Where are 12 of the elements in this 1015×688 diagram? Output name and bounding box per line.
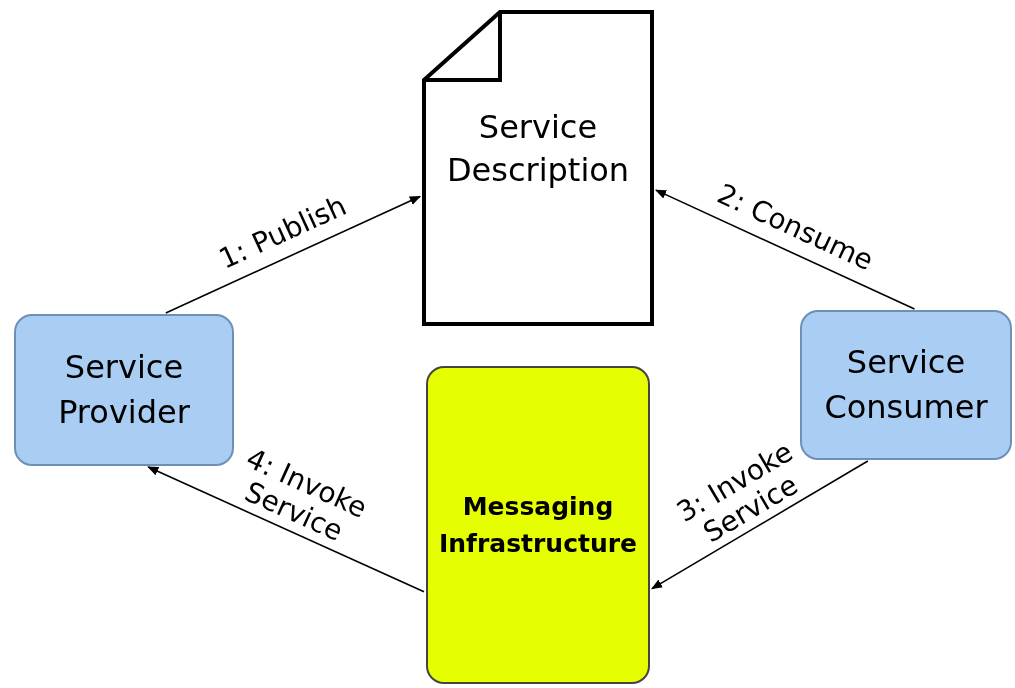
arrow bbox=[147, 466, 425, 593]
infrastructure-box bbox=[426, 366, 650, 684]
document-shape bbox=[422, 10, 654, 326]
arrow bbox=[651, 460, 869, 590]
node-label: Service Description bbox=[445, 107, 631, 192]
node-label: Messaging Infrastructure bbox=[438, 490, 638, 560]
arrow bbox=[655, 189, 916, 310]
node-label: Service Consumer bbox=[823, 342, 989, 428]
service-box bbox=[800, 310, 1012, 460]
node-label: Service Provider bbox=[57, 347, 191, 433]
arrow bbox=[165, 195, 421, 314]
service-box bbox=[14, 314, 234, 466]
